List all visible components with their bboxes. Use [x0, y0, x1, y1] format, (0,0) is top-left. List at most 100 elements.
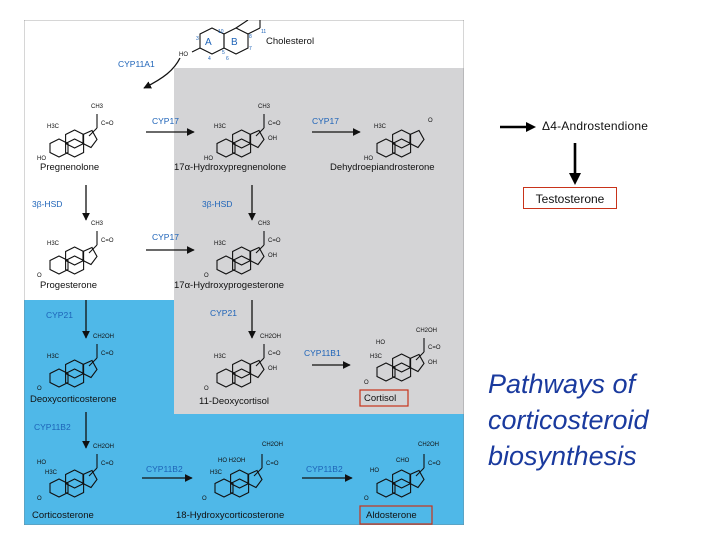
hydroxyl-group: HO — [364, 156, 373, 162]
enzyme-cyp11b2: CYP11B2 — [146, 464, 183, 474]
dhea-structure: HO H3C O — [364, 118, 433, 162]
enzyme-cyp11a1: CYP11A1 — [118, 59, 155, 69]
methyl-group: CH3 — [91, 104, 104, 110]
methyl-group: H3C — [214, 124, 227, 130]
ring-number: 11 — [261, 29, 266, 35]
enzyme-cyp11b2: CYP11B2 — [34, 422, 71, 432]
hydroxymethyl-group: CH2OH — [93, 334, 114, 340]
carbonyl-group: C=O — [268, 121, 281, 127]
enzyme-3b-hsd: 3β-HSD — [202, 199, 232, 209]
testosterone-box: Testosterone — [523, 187, 617, 209]
hydroxyl-group: OH — [268, 136, 277, 142]
keto-group: O — [204, 273, 209, 279]
compound-pregnenolone: Pregnenolone — [40, 162, 99, 173]
hydroxymethyl-group: CH2OH — [93, 444, 114, 450]
keto-group: O — [364, 496, 369, 502]
testosterone-label: Testosterone — [535, 192, 605, 206]
pathway-svg: A B 3 4 5 6 7 8 10 11 HO Cholesterol HO … — [24, 20, 464, 525]
compound-aldosterone: Aldosterone — [366, 510, 417, 521]
carbonyl-group: C=O — [428, 461, 441, 467]
hydroxymethyl-group: CH2OH — [418, 442, 439, 448]
compound-hydroxycorticosterone: 18-Hydroxycorticosterone — [176, 510, 284, 521]
keto-group: O — [364, 380, 369, 386]
hydroxypregnenolone-structure: HO H3C C=O CH3 OH — [204, 104, 281, 162]
keto-group: O — [37, 386, 42, 392]
hydroxyl-groups: HO H2OH — [218, 458, 245, 464]
hydroxyl-group: HO — [37, 460, 46, 466]
deoxycorticosterone-structure: O H3C C=O CH2OH — [37, 334, 114, 392]
slide-title: Pathways of corticosteroid biosynthesis — [488, 366, 713, 474]
keto-group: O — [204, 386, 209, 392]
deoxycortisol-structure: O H3C C=O CH2OH OH — [204, 334, 281, 392]
methyl-group: H3C — [47, 124, 60, 130]
blue-region-left — [24, 300, 174, 525]
methyl-group: H3C — [47, 241, 60, 247]
methyl-group: CH3 — [91, 221, 104, 227]
carbonyl-group: C=O — [268, 238, 281, 244]
aldosterone-highlight-box — [359, 505, 433, 525]
arrow-to-androstenedione — [500, 122, 536, 132]
pregnenolone-structure: HO H3C C=O CH3 — [37, 104, 114, 162]
methyl-group: H3C — [214, 241, 227, 247]
enzyme-cyp11b2: CYP11B2 — [306, 464, 343, 474]
ring-number: 10 — [218, 29, 224, 35]
hydroxyl-group: HO — [370, 468, 379, 474]
hydroxyl-group: OH — [268, 366, 277, 372]
compound-progesterone: Progesterone — [40, 280, 97, 291]
progesterone-structure: O H3C C=O CH3 — [37, 221, 114, 279]
cortisol-structure: O H3C C=O CH2OH OH HO — [364, 328, 441, 386]
cortisol-highlight-box — [359, 389, 409, 407]
compound-deoxycortisol: 11-Deoxycortisol — [199, 396, 269, 407]
methyl-group: H3C — [214, 354, 227, 360]
methyl-group: H3C — [370, 354, 383, 360]
title-line-1: Pathways of — [488, 369, 636, 399]
corticosterone-structure: O H3C HO C=O CH2OH — [37, 444, 114, 502]
keto-group: O — [202, 496, 207, 502]
enzyme-cyp17: CYP17 — [312, 116, 339, 126]
ring-number: 3 — [196, 36, 199, 42]
compound-hydroxyprogesterone: 17α-Hydroxyprogesterone — [174, 280, 284, 291]
ring-number: 4 — [208, 56, 211, 62]
title-line-3: biosynthesis — [488, 441, 637, 471]
methyl-group: CH3 — [258, 221, 271, 227]
compound-hydroxypregnenolone: 17α-Hydroxypregnenolone — [174, 162, 286, 173]
hydroxyl-group: OH — [428, 360, 437, 366]
hydroxyprogesterone-structure: O H3C C=O CH3 OH — [204, 221, 281, 279]
compound-corticosterone: Corticosterone — [32, 510, 94, 521]
compound-cholesterol: Cholesterol — [266, 36, 314, 47]
hydroxycorticosterone-structure: O H3C HO H2OH C=O CH2OH — [202, 442, 283, 502]
ring-b-label: B — [231, 37, 238, 48]
arrow-to-testosterone — [569, 143, 581, 185]
enzyme-cyp17: CYP17 — [152, 116, 179, 126]
carbonyl-group: C=O — [268, 351, 281, 357]
hydroxyl-group: HO — [204, 156, 213, 162]
hydroxymethyl-group: CH2OH — [416, 328, 437, 334]
enzyme-cyp17: CYP17 — [152, 232, 179, 242]
hydroxymethyl-group: CH2OH — [260, 334, 281, 340]
compound-deoxycorticosterone: Deoxycorticosterone — [30, 394, 117, 405]
cholesterol-structure: A B 3 4 5 6 7 8 10 11 HO — [179, 20, 266, 62]
methyl-group: H3C — [47, 354, 60, 360]
hydroxyl-group: HO — [179, 52, 188, 58]
aldehyde-group: CHO — [396, 458, 410, 464]
ring-number: 8 — [249, 34, 252, 40]
aldosterone-structure: O HO CHO C=O CH2OH — [364, 442, 441, 502]
methyl-group: CH3 — [258, 104, 271, 110]
hydroxymethyl-group: CH2OH — [262, 442, 283, 448]
compound-dhea: Dehydroepiandrosterone — [330, 162, 435, 173]
methyl-group: H3C — [45, 470, 58, 476]
keto-group: O — [37, 273, 42, 279]
enzyme-cyp11b1: CYP11B1 — [304, 348, 341, 358]
enzyme-3b-hsd: 3β-HSD — [32, 199, 62, 209]
arrow-cholesterol-pregnenolone — [143, 57, 181, 89]
carbonyl-group: C=O — [266, 461, 279, 467]
carbonyl-group: C=O — [101, 351, 114, 357]
carbonyl-group: C=O — [101, 238, 114, 244]
keto-group: O — [428, 118, 433, 124]
ring-number: 6 — [226, 56, 229, 62]
enzyme-cyp21: CYP21 — [210, 308, 237, 318]
methyl-group: H3C — [374, 124, 387, 130]
carbonyl-group: C=O — [101, 461, 114, 467]
methyl-group: H3C — [210, 470, 223, 476]
hydroxyl-group: OH — [268, 253, 277, 259]
